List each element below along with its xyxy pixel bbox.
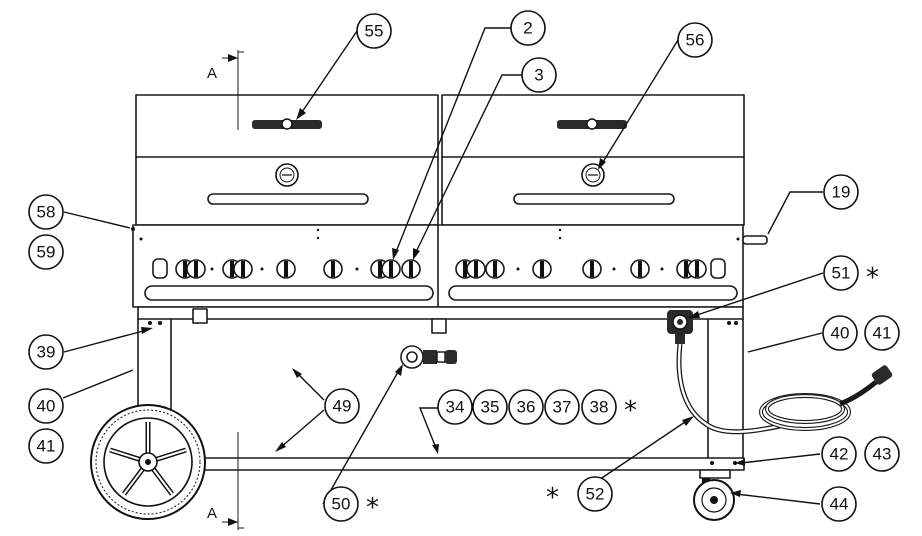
callout-label: 19 xyxy=(832,183,851,202)
callout-label: 41 xyxy=(37,437,56,456)
callout-3: 3 xyxy=(521,57,557,93)
callout-2: 2 xyxy=(510,10,546,46)
callout-58: 58 xyxy=(28,194,64,230)
burner-knobs xyxy=(175,259,707,279)
burner-knob xyxy=(466,259,486,279)
burner-knob xyxy=(532,259,552,279)
callout-label: 38 xyxy=(590,398,609,417)
callout-label: 44 xyxy=(830,495,849,514)
callout-38: 38 xyxy=(581,389,617,425)
callout-19: 19 xyxy=(823,174,859,210)
callout-label: 35 xyxy=(481,398,500,417)
callout-37: 37 xyxy=(544,389,580,425)
section-label-bottom: A xyxy=(207,505,217,522)
callout-label: 51 xyxy=(832,264,851,283)
callout-label: 43 xyxy=(873,445,892,464)
callout-label: 58 xyxy=(37,203,56,222)
side-handle-rod xyxy=(742,235,768,245)
callout-label: 39 xyxy=(37,343,56,362)
callout-label: 42 xyxy=(830,445,849,464)
burner-knob xyxy=(233,259,253,279)
hose-coil xyxy=(759,365,893,431)
section-mark-bottom: A xyxy=(207,432,244,530)
callout-label: 49 xyxy=(333,397,352,416)
callout-label: 59 xyxy=(37,243,56,262)
callout-55: 55 xyxy=(356,13,392,49)
callout-52: 52 xyxy=(577,476,613,512)
section-label-top: A xyxy=(207,65,217,82)
right-igniter-button xyxy=(710,258,726,279)
asterisk-38: * xyxy=(624,396,637,426)
asterisk-50: * xyxy=(366,493,379,523)
right-lid-handle xyxy=(557,118,627,130)
burner-knob xyxy=(381,259,401,279)
callout-40-right: 40 xyxy=(822,315,858,351)
callout-41-left: 41 xyxy=(28,428,64,464)
burner-knob xyxy=(186,259,206,279)
asterisk-51: * xyxy=(866,263,879,293)
left-igniter-button xyxy=(152,258,168,279)
caster-wheel xyxy=(693,469,735,521)
callout-label: 55 xyxy=(365,22,384,41)
right-lid xyxy=(441,94,745,226)
burner-knob xyxy=(401,259,421,279)
right-thermometer xyxy=(581,163,605,187)
callout-label: 50 xyxy=(332,495,351,514)
callout-label: 37 xyxy=(553,398,572,417)
callout-label: 52 xyxy=(586,485,605,504)
callout-50: 50 xyxy=(323,486,359,522)
gas-inlet-fitting xyxy=(192,308,208,324)
left-lid xyxy=(135,94,439,226)
left-lid-handle xyxy=(252,118,322,130)
callout-40-left: 40 xyxy=(28,388,64,424)
section-mark-top: A xyxy=(207,50,244,130)
callout-label: 40 xyxy=(37,397,56,416)
burner-knob xyxy=(687,259,707,279)
callout-label: 41 xyxy=(873,324,892,343)
callout-44: 44 xyxy=(821,486,857,522)
callout-label: 3 xyxy=(534,66,543,85)
callout-56: 56 xyxy=(677,22,713,58)
callout-35: 35 xyxy=(472,389,508,425)
callout-39: 39 xyxy=(28,334,64,370)
callout-42: 42 xyxy=(821,436,857,472)
burner-knob xyxy=(323,259,343,279)
right-regulator xyxy=(667,310,693,344)
callout-label: 40 xyxy=(831,324,850,343)
regulator xyxy=(400,345,457,369)
burner-knob xyxy=(582,259,602,279)
burner-knob xyxy=(276,259,296,279)
callout-51: 51 xyxy=(823,255,859,291)
asterisk-52: * xyxy=(546,483,559,513)
callout-43: 43 xyxy=(864,436,900,472)
callout-label: 36 xyxy=(517,398,536,417)
callout-label: 2 xyxy=(523,19,532,38)
callout-36: 36 xyxy=(508,389,544,425)
callout-label: 56 xyxy=(686,31,705,50)
leader-lines xyxy=(62,27,824,505)
burner-knob xyxy=(630,259,650,279)
callout-label: 34 xyxy=(446,398,465,417)
callout-49: 49 xyxy=(324,388,360,424)
callout-59: 59 xyxy=(28,234,64,270)
left-wheel xyxy=(90,404,206,520)
callout-34: 34 xyxy=(437,389,473,425)
callout-41-right: 41 xyxy=(864,315,900,351)
left-thermometer xyxy=(275,163,299,187)
cart-frame xyxy=(137,306,745,471)
burner-knob xyxy=(485,259,505,279)
